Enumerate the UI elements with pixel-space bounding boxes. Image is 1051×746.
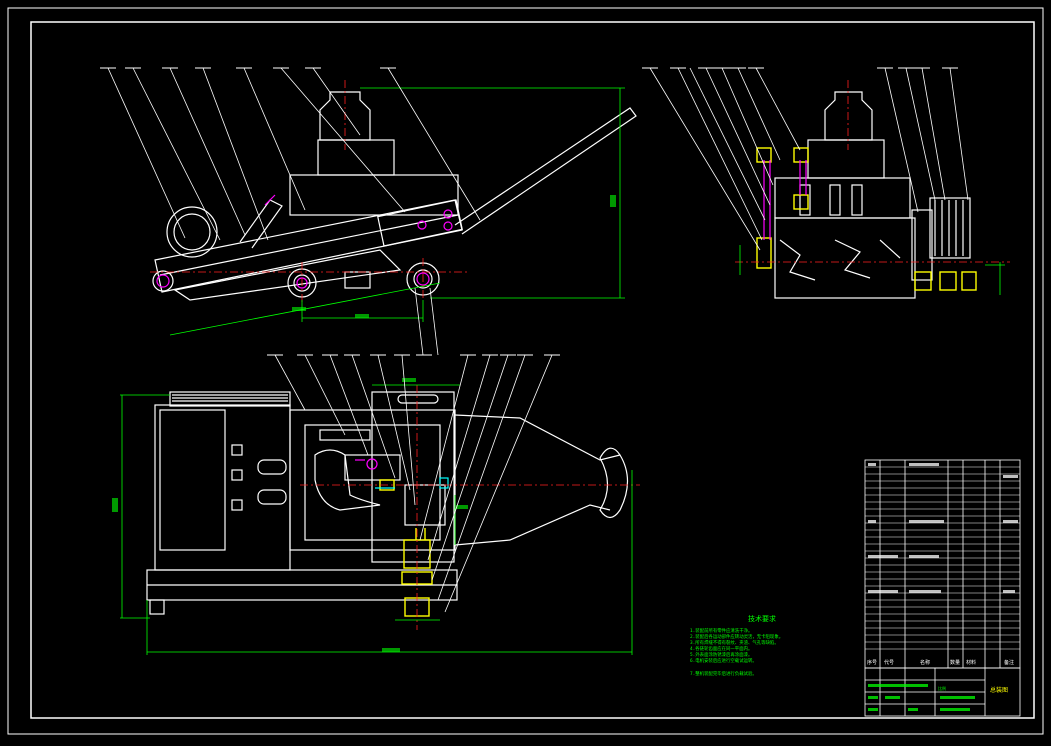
front-view-dimensions	[169, 87, 625, 336]
side-view-accents	[763, 160, 807, 240]
header-cell: 序号	[867, 659, 877, 666]
header-cell: 数量	[950, 659, 960, 666]
plan-view-centerlines	[300, 385, 640, 630]
tech-requirement-line: 3.所有焊缝不得有裂纹、夹渣、气孔等缺陷。	[690, 639, 779, 646]
tech-requirement-line: 4.各链轮齿面应在同一平面内。	[690, 645, 752, 652]
side-view-leaders	[649, 67, 969, 251]
side-view	[774, 91, 971, 299]
tech-requirement-line: 2.装配后各运动部件应转动灵活，无卡阻现象。	[690, 633, 783, 640]
tech-requirements-title: 技术要求	[748, 614, 776, 623]
plan-view-dimensions	[112, 378, 633, 655]
header-cell: 名称	[920, 659, 930, 666]
scale-label: 比例	[938, 685, 946, 691]
outer-frame	[7, 7, 1044, 735]
drawing-name: 总装图	[990, 686, 1008, 694]
inner-frame	[30, 21, 1035, 719]
parts-list-fill	[868, 463, 1018, 593]
parts-list-header: 序号 代号 名称 数量 材料 备注	[867, 659, 1014, 666]
title-block	[864, 667, 1021, 717]
tech-requirement-line: 6.电机安装后应进行空载试运转。	[690, 657, 757, 664]
tech-requirement-line: 7.整机装配完毕后进行负载试验。	[690, 670, 757, 677]
title-block-green	[868, 684, 975, 711]
header-cell: 材料	[966, 659, 976, 666]
tech-requirement-line: 1.装配前所有零件应清洗干净。	[690, 627, 752, 634]
plan-view-cyan	[375, 477, 449, 489]
front-view-centerlines	[150, 80, 470, 305]
front-view-accents	[156, 194, 453, 289]
tech-requirements-list: 1.装配前所有零件应清洗干净。 2.装配后各运动部件应转动灵活，无卡阻现象。 3…	[690, 627, 783, 677]
plan-view-leaders	[274, 354, 553, 613]
header-cell: 备注	[1004, 659, 1014, 666]
tech-requirement-line: 5.外表面涂防锈漆后再涂面漆。	[690, 651, 752, 658]
parts-list-table	[864, 459, 1021, 669]
plan-view-accents	[355, 458, 378, 470]
front-view-leaders	[107, 67, 481, 356]
side-view-centerlines	[735, 80, 1010, 263]
header-cell: 代号	[884, 659, 894, 666]
side-view-dimensions	[739, 245, 1005, 295]
front-view	[154, 91, 637, 301]
